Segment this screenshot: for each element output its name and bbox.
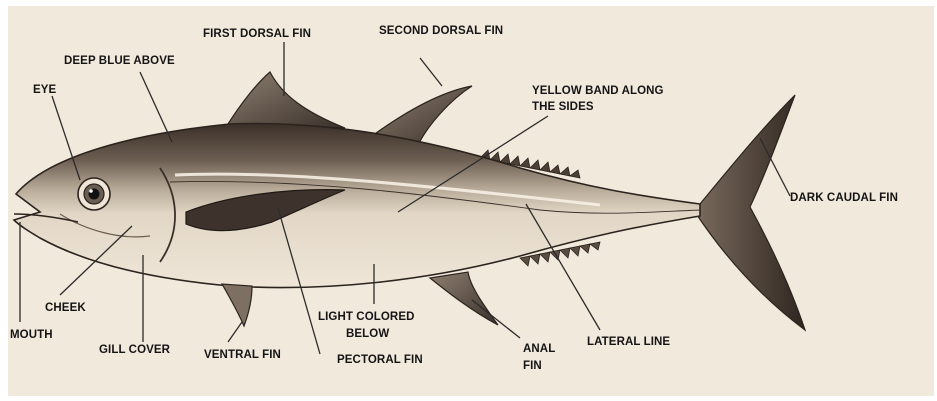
label-second-dorsal-fin: SECOND DORSAL FIN xyxy=(379,24,503,38)
label-lateral-line: LATERAL LINE xyxy=(587,335,670,349)
first-dorsal-fin-shape xyxy=(228,72,345,128)
label-anal-fin-line1: ANAL xyxy=(523,342,555,356)
eye-highlight xyxy=(89,189,93,193)
label-ventral-fin: VENTRAL FIN xyxy=(204,348,281,362)
label-pectoral-fin: PECTORAL FIN xyxy=(337,353,423,367)
label-anal-fin-line2: FIN xyxy=(523,359,542,373)
leader-anal xyxy=(472,300,520,338)
label-first-dorsal-fin: FIRST DORSAL FIN xyxy=(203,27,311,41)
label-mouth: MOUTH xyxy=(10,328,53,342)
leader-second-dorsal xyxy=(420,58,442,86)
ventral-fin-shape xyxy=(222,284,252,326)
caudal-fin-shape xyxy=(695,95,805,330)
label-yellow-band-line2: THE SIDES xyxy=(532,100,594,114)
label-light-colored-line2: BELOW xyxy=(346,327,389,341)
label-yellow-band-line1: YELLOW BAND ALONG xyxy=(532,84,664,98)
anal-fin-shape xyxy=(430,272,498,325)
leader-ventral xyxy=(228,322,242,342)
label-cheek: CHEEK xyxy=(45,301,86,315)
label-light-colored-line1: LIGHT COLORED xyxy=(318,310,415,324)
label-deep-blue-above: DEEP BLUE ABOVE xyxy=(64,54,175,68)
label-gill-cover: GILL COVER xyxy=(99,343,170,357)
label-dark-caudal-fin: DARK CAUDAL FIN xyxy=(790,191,898,205)
leader-deep-blue xyxy=(140,72,172,142)
label-eye: EYE xyxy=(33,83,56,97)
